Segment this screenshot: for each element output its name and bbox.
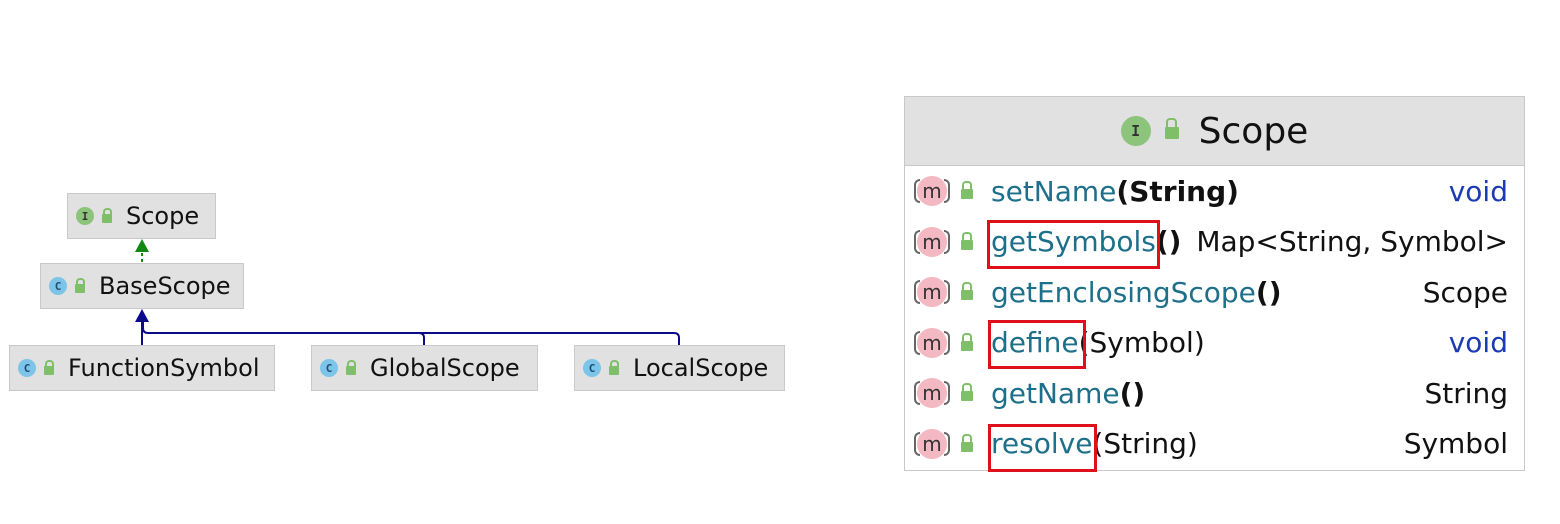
return-type: Symbol xyxy=(1403,427,1508,461)
method-params: () xyxy=(1255,275,1282,309)
node-label: FunctionSymbol xyxy=(68,354,260,382)
node-label: LocalScope xyxy=(633,354,769,382)
method-params: (Symbol) xyxy=(1078,326,1205,360)
node-functionsymbol[interactable]: C FunctionSymbol xyxy=(9,345,275,391)
public-lock-icon xyxy=(44,359,54,375)
class-icon: C xyxy=(18,359,36,377)
interface-icon: I xyxy=(1120,116,1151,146)
member-row-getenclosingscope[interactable]: m getEnclosingScope () Scope xyxy=(905,267,1524,318)
method-params: () xyxy=(1119,376,1146,410)
method-name: getSymbols xyxy=(991,225,1156,259)
method-icon: m xyxy=(914,176,950,207)
public-lock-icon xyxy=(346,359,356,375)
node-localscope[interactable]: C LocalScope xyxy=(574,345,785,391)
public-lock-icon xyxy=(961,282,973,301)
method-icon: m xyxy=(914,277,950,308)
return-type: void xyxy=(1448,326,1508,360)
method-params: (String) xyxy=(1116,174,1239,208)
class-icon: C xyxy=(49,277,67,295)
return-type: Scope xyxy=(1422,275,1508,309)
public-lock-icon xyxy=(961,181,973,200)
node-label: BaseScope xyxy=(99,272,231,300)
member-row-getsymbols[interactable]: m getSymbols () Map<String, Symbol> xyxy=(905,217,1524,268)
return-type: Map<String, Symbol> xyxy=(1196,225,1508,259)
public-lock-icon xyxy=(75,277,85,293)
highlight-getsymbols xyxy=(987,220,1160,269)
public-lock-icon xyxy=(961,433,973,452)
method-name: resolve xyxy=(991,427,1093,461)
node-label: GlobalScope xyxy=(370,354,520,382)
member-row-define[interactable]: m define (Symbol) void xyxy=(905,318,1524,369)
node-label: Scope xyxy=(126,202,200,230)
public-lock-icon xyxy=(609,359,619,375)
inheritance-arrowhead xyxy=(135,309,149,322)
realization-arrowhead xyxy=(135,239,149,252)
method-icon: m xyxy=(914,378,950,409)
return-type: void xyxy=(1448,174,1508,208)
member-row-getname[interactable]: m getName () String xyxy=(905,368,1524,419)
method-name: getName xyxy=(991,376,1120,410)
public-lock-icon xyxy=(961,231,973,250)
method-name: setName xyxy=(991,174,1117,208)
public-lock-icon xyxy=(102,207,112,223)
public-lock-icon xyxy=(961,332,973,351)
method-name: getEnclosingScope xyxy=(991,275,1256,309)
method-icon: m xyxy=(914,226,950,257)
highlight-define xyxy=(988,320,1086,369)
public-lock-icon xyxy=(961,383,973,402)
panel-title: Scope xyxy=(1198,110,1309,152)
inherit-line-globalscope xyxy=(142,322,425,345)
node-scope[interactable]: I Scope xyxy=(67,193,216,239)
class-icon: C xyxy=(320,359,338,377)
node-basescope[interactable]: C BaseScope xyxy=(40,263,244,309)
method-params: (String) xyxy=(1092,427,1198,461)
public-lock-icon xyxy=(1164,118,1179,139)
method-icon: m xyxy=(914,327,950,358)
method-params: () xyxy=(1155,225,1182,259)
member-row-setname[interactable]: m setName (String) void xyxy=(905,166,1524,217)
node-globalscope[interactable]: C GlobalScope xyxy=(311,345,538,391)
inherit-line-localscope xyxy=(420,332,680,345)
method-icon: m xyxy=(914,428,950,459)
interface-icon: I xyxy=(76,207,94,225)
highlight-resolve xyxy=(988,424,1097,472)
panel-header[interactable]: I Scope xyxy=(905,97,1524,166)
method-name: define xyxy=(991,326,1079,360)
class-icon: C xyxy=(583,359,601,377)
return-type: String xyxy=(1424,376,1508,410)
scope-members-panel[interactable]: I Scope m setName (String) void m getSym… xyxy=(904,96,1525,471)
member-row-resolve[interactable]: m resolve (String) Symbol xyxy=(905,419,1524,470)
